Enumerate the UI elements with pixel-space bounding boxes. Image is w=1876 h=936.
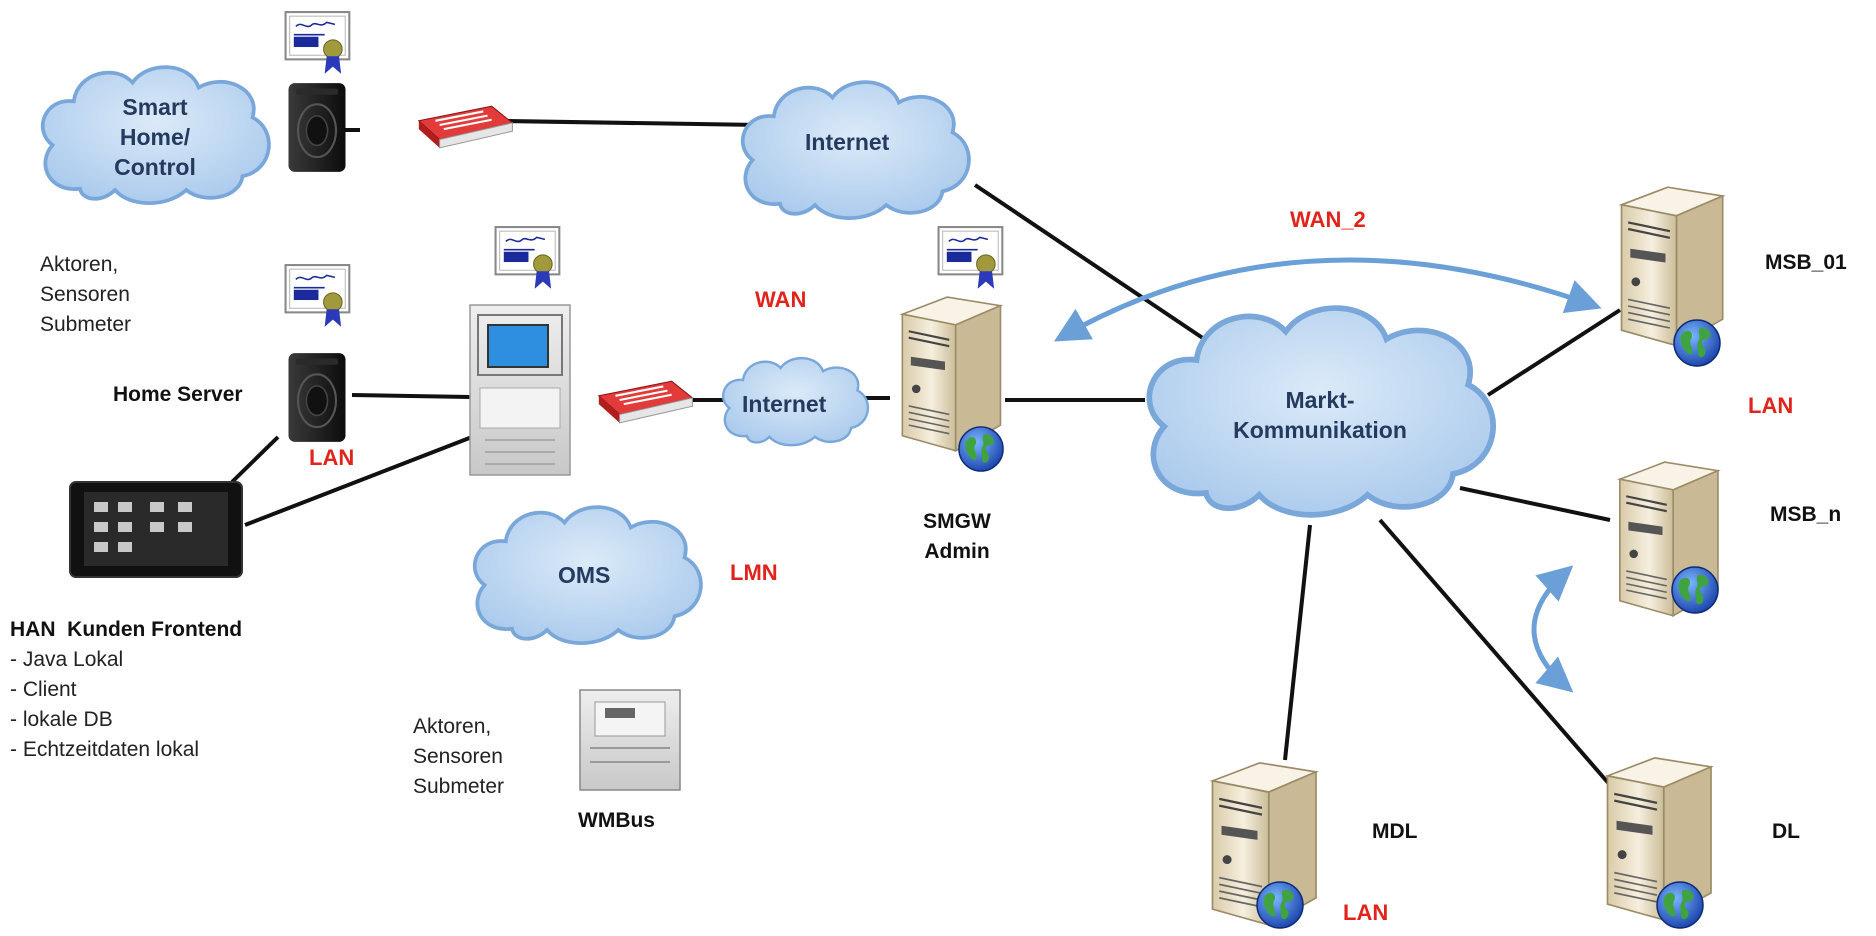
wmbus-meter-icon: [579, 689, 681, 791]
speaker-icon: [287, 352, 347, 443]
han-item: - Client: [10, 678, 77, 701]
cloud-label-markt: Markt- Kommunikation: [1233, 387, 1407, 443]
speaker-icon: [287, 82, 347, 173]
link-tablet-meter: [244, 435, 473, 527]
label-dl: DL: [1772, 820, 1800, 843]
globe-icon: [1656, 881, 1704, 929]
link-markt-dl: [1378, 518, 1612, 787]
link-markt-msb01: [1486, 308, 1622, 397]
globe-icon: [1673, 319, 1721, 367]
smart-meter-icon: [469, 304, 571, 476]
han-item: - Echtzeitdaten lokal: [10, 738, 200, 761]
label-home-server: Home Server: [113, 383, 243, 406]
link-markt-mdl: [1283, 524, 1312, 761]
tablet-icon: [69, 481, 243, 578]
link-label-wan-2: WAN_2: [1290, 207, 1366, 232]
router-icon: [597, 380, 694, 424]
certificate-icon: [937, 225, 1004, 290]
cloud-label-oms: OMS: [558, 562, 611, 588]
link-internet-top-markt: [973, 183, 1230, 357]
link-markt-msbn: [1459, 486, 1611, 522]
link-homeserver-meter: [351, 393, 471, 399]
certificate-icon: [284, 10, 351, 75]
han-item: - Java Lokal: [10, 648, 124, 671]
certificate-icon: [284, 263, 351, 328]
label-aktoren-top: Aktoren, Sensoren Submeter: [40, 253, 132, 336]
link-label-lan-home: LAN: [309, 445, 355, 470]
label-mdl: MDL: [1372, 820, 1418, 843]
globe-icon: [1256, 881, 1304, 929]
wan-2-arrow: [1053, 257, 1602, 342]
han-item: - lokale DB: [10, 708, 113, 731]
msb-arrow: [1531, 565, 1574, 693]
han-frontend-block: HAN Kunden Frontend - Java Lokal - Clien…: [10, 615, 242, 765]
link-label-lmn: LMN: [730, 560, 778, 585]
label-smgw-admin: SMGW Admin: [923, 510, 991, 563]
router-icon: [417, 105, 514, 149]
label-msb-01: MSB_01: [1765, 251, 1847, 274]
cloud-label-smart-home: Smart Home/ Control: [114, 94, 196, 180]
globe-icon: [1671, 566, 1719, 614]
link-label-wan: WAN: [755, 287, 807, 312]
label-wmbus: WMBus: [578, 809, 655, 832]
globe-icon: [958, 426, 1004, 472]
label-msb-n: MSB_n: [1770, 503, 1842, 526]
cloud-label-internet-top: Internet: [805, 129, 890, 155]
label-aktoren-bottom: Aktoren, Sensoren Submeter: [413, 715, 505, 798]
link-speaker-tablet: [230, 435, 280, 484]
certificate-icon: [494, 225, 561, 290]
link-label-lan-msb: LAN: [1748, 393, 1794, 418]
link-label-lan-mdl: LAN: [1343, 900, 1389, 925]
cloud-label-internet-mid: Internet: [742, 391, 827, 417]
han-title: HAN Kunden Frontend: [10, 618, 243, 641]
